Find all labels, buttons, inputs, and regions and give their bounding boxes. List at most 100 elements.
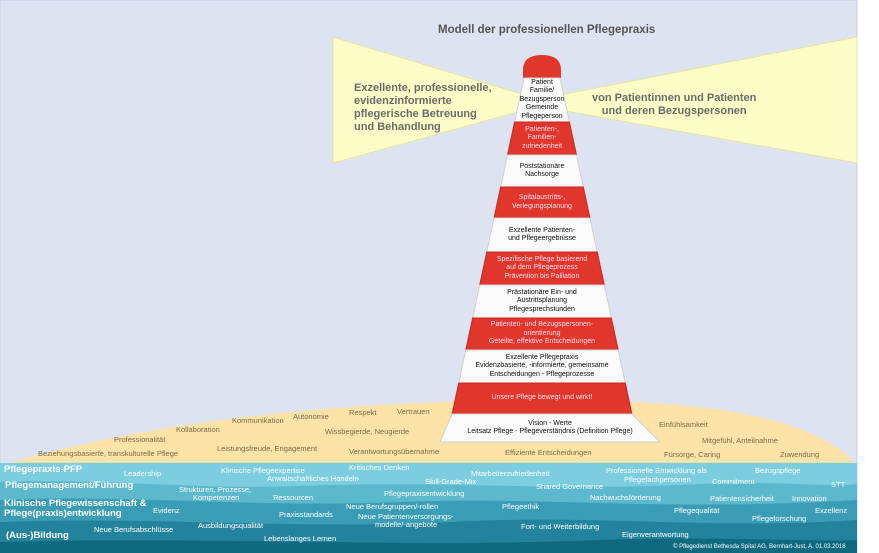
copyright: © Pflegedienst Bethesda Spital AG, Bernh… [673, 544, 846, 550]
topic-label: Eigenverantwortung [622, 530, 689, 539]
lighthouse-segment [439, 413, 662, 443]
segment-line: Verlegungsplanung [512, 202, 572, 210]
topic-label: Mitarbeiterzufriedenheit [471, 469, 550, 478]
page-title: Modell der professionellen Pflegepraxis [438, 24, 656, 36]
segment-line: Pflegesprechstunden [509, 305, 575, 313]
pillar-label: Pflege(praxis)entwicklung [4, 508, 122, 519]
topic-label: Kritisches Denken [349, 463, 410, 472]
topic-label: Neue Berufsgruppen/-rollen [346, 502, 439, 511]
topic-label: Nachwuchsförderung [590, 493, 661, 502]
topic-label: Patientensicherheit [710, 494, 774, 503]
value-label: Kommunikation [232, 416, 284, 425]
topic-label: Pflegepraxisentwicklung [384, 489, 465, 498]
segment-line: Poststationäre [519, 162, 565, 170]
topic-label: STT [831, 480, 846, 489]
value-label: Einfühlsamkeit [659, 420, 708, 429]
topic-label: modelle/-angebote [375, 520, 438, 529]
segment-line: Patienten- und Bezugspersonen- [490, 321, 594, 329]
segment-line: auf dem Pflegeprozess [506, 264, 578, 272]
water-band-5 [0, 538, 857, 553]
topic-label: Skill-Grade-Mix [425, 477, 477, 486]
value-label: Fürsorge, Caring [664, 450, 721, 459]
value-label: Wissbegierde, Neugierde [325, 427, 410, 436]
value-label: Kollaboration [176, 425, 220, 434]
beam-left-line: pflegerische Betreuung [354, 108, 477, 120]
value-label: Autonomie [293, 412, 329, 421]
beam-left-text: Exzellente, professionelle,evidenzinform… [354, 82, 492, 134]
segment-line: Evidenzbasierte, -informierte, gemeinsam… [475, 362, 609, 370]
segment-line: Geteilte, effektive Entscheidungen [488, 338, 596, 346]
topic-label: Pflegequalität [674, 506, 720, 515]
pillar-label: Pflegepraxis-PFP [4, 464, 83, 475]
topic-label: Leadership [124, 469, 162, 478]
beam-left-line: Exzellente, professionelle, [354, 82, 492, 94]
value-label: Leistungsfreude, Engagement [217, 444, 318, 453]
lighthouse-segment-text: Unsere Pflege bewegt und wirkt! [452, 394, 632, 403]
segment-line: Spitalaustritts-, [518, 194, 566, 201]
segment-line: Prästationäre Ein- und [507, 288, 577, 296]
value-label: Effiziente Entscheidungen [505, 448, 592, 457]
segment-line: Patient [531, 78, 553, 86]
topic-label: Ausbildungsqualität [198, 521, 264, 530]
lighthouse-segment-text: Patienten- und Bezugspersonen-orientieru… [466, 321, 618, 347]
topic-label: Shared Governance [536, 482, 604, 491]
segment-line: Familie/ [529, 87, 555, 95]
segment-line: Pflegeperson [521, 112, 563, 120]
value-label: Vertrauen [397, 407, 430, 416]
topic-label: Ressourcen [273, 493, 314, 502]
topic-label: Innovation [792, 494, 827, 503]
segment-line: Austrittsplanung [516, 297, 568, 305]
topic-label: Anwaltschaftliches Handeln [267, 474, 359, 483]
value-label: Beziehungsbasierte, transkulturelle Pfle… [38, 449, 179, 458]
topic-label: Kompetenzen [193, 493, 240, 502]
pillar-label: (Aus-)Bildung [6, 530, 69, 541]
topic-label: Bezugspflege [755, 466, 801, 475]
topic-label: Exzellenz [815, 506, 848, 515]
topic-label: Pflegeforschung [752, 514, 807, 523]
segment-line: Patienten-, [525, 125, 559, 133]
topic-label: Fort- und Weiterbildung [521, 522, 600, 531]
segment-line: orientierung [523, 329, 561, 337]
lighthouse-segment-text: Spitalaustritts-,Verlegungsplanung [494, 194, 590, 211]
segment-line: Vision - Werte [528, 419, 572, 427]
segment-line: Leitsatz Pflege - Pflegeverständnis (Def… [467, 428, 633, 435]
value-label: Mitgefühl, Anteilnahme [702, 436, 778, 445]
topic-label: Professionelle Entwicklung als [606, 466, 707, 475]
pillar-label: Klinische Pflegewissenschaft & [4, 498, 147, 509]
beam-left-line: und Behandlung [354, 121, 441, 133]
topic-label: Praxisstandards [279, 510, 333, 519]
lighthouse-dome [523, 55, 561, 78]
lighthouse-segment-text: Exzellente Patienten-und Pflegeergebniss… [487, 227, 597, 244]
segment-line: Bezugsperson [519, 95, 565, 103]
topic-label: Neue Patientenversorgungs- [358, 512, 454, 521]
topic-label: Pflegeethik [502, 502, 540, 511]
segment-line: Familien- [527, 134, 557, 142]
segment-line: Nachsorge [525, 171, 559, 178]
segment-line: Exzellente Patienten- [508, 226, 576, 234]
value-label: Verantwortungsübernahme [349, 447, 440, 456]
beam-right-line: und deren Bezugspersonen [601, 105, 747, 117]
pillar-label: Pflegemanagement/Führung [5, 480, 134, 491]
topic-label: Neue Berufsabschlüsse [94, 525, 174, 534]
segment-line: Entscheidungen - Pflegeprozesse [489, 370, 595, 378]
segment-line: Unsere Pflege bewegt und wirkt! [491, 394, 593, 402]
topic-label: Commitment [712, 477, 755, 486]
lighthouse-segment-text: Patienten-,Familien-zufriedenheit [508, 126, 577, 152]
segment-line: Exzellente Pflegepraxis [505, 353, 579, 361]
topic-label: Evidenz [153, 506, 180, 515]
value-label: Zuwendung [780, 450, 820, 459]
value-label: Respekt [349, 408, 377, 417]
topic-label: Pflegefachpersonen [624, 475, 691, 484]
topic-label: Strukturen, Prozesse, [179, 485, 252, 494]
beam-left-line: evidenzinformierte [354, 95, 452, 107]
segment-line: Spezifische Pflege basierend [496, 255, 588, 263]
segment-line: Gemeinde [525, 104, 559, 112]
